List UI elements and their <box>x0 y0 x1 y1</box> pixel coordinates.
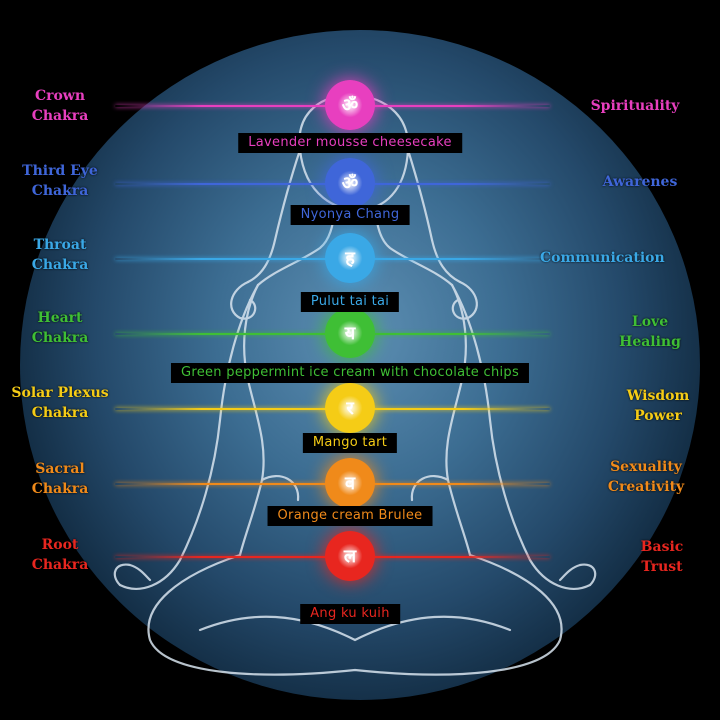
root-food-label: Ang ku kuih <box>300 604 400 624</box>
crown-food-label: Lavender mousse cheesecake <box>238 133 462 153</box>
throat-symbol: ह <box>345 248 355 269</box>
root-chakra-icon: ल <box>325 531 375 581</box>
root-meaning-label: Basic Trust <box>640 539 684 575</box>
crown-chakra-icon: ॐ <box>325 80 375 130</box>
root-chakra-label: Root Chakra <box>31 537 89 573</box>
heart-meaning-label: Love Healing <box>619 314 681 350</box>
throat-chakra-icon: ह <box>325 233 375 283</box>
throat-food-label: Pulut tai tai <box>300 292 400 312</box>
heart-chakra-label: Heart Chakra <box>31 310 89 346</box>
solar-plexus-symbol: र <box>346 398 354 419</box>
third-eye-symbol: ॐ <box>341 173 359 194</box>
third-eye-chakra-icon: ॐ <box>325 158 375 208</box>
root-symbol: ल <box>343 546 357 567</box>
sacral-symbol: व <box>344 473 355 494</box>
solar-plexus-chakra-icon: र <box>325 383 375 433</box>
crown-symbol: ॐ <box>341 95 359 116</box>
third-eye-meaning-label: Awarenes <box>602 174 678 190</box>
crown-chakra-label: Crown Chakra <box>31 88 89 124</box>
throat-chakra-label: Throat Chakra <box>31 237 89 273</box>
sacral-meaning-label: Sexuality Creativity <box>607 459 685 495</box>
solar-plexus-meaning-label: Wisdom Power <box>626 388 690 424</box>
heart-food-label: Green peppermint ice cream with chocolat… <box>170 363 530 383</box>
third-eye-chakra-label: Third Eye Chakra <box>22 163 98 199</box>
crown-meaning-label: Spirituality <box>590 98 680 114</box>
sacral-chakra-icon: व <box>325 458 375 508</box>
sacral-food-label: Orange cream Brulee <box>267 506 433 526</box>
heart-symbol: य <box>344 323 356 344</box>
solar-plexus-chakra-label: Solar Plexus Chakra <box>11 385 109 421</box>
third-eye-food-label: Nyonya Chang <box>290 205 410 225</box>
throat-meaning-label: Communication <box>540 250 665 266</box>
sacral-chakra-label: Sacral Chakra <box>31 461 89 497</box>
heart-chakra-icon: य <box>325 308 375 358</box>
solar-plexus-food-label: Mango tart <box>302 433 398 453</box>
